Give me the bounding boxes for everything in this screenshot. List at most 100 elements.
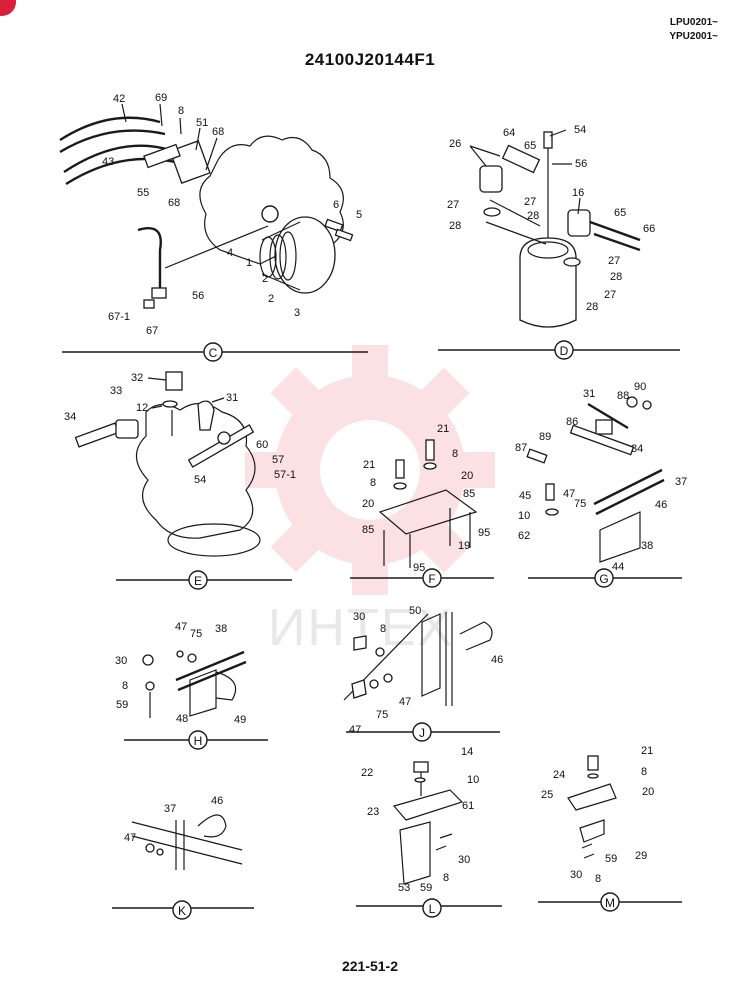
- callout-d-0: 26: [449, 138, 461, 150]
- section-k-letter: K: [178, 904, 186, 918]
- page-number: 221-51-2: [341, 958, 399, 974]
- callout-d-5: 27: [447, 199, 459, 211]
- callout-d-9: 16: [572, 187, 584, 199]
- section-g-callouts: 31 88 90 86 89 87 34 37 45 47 75 46 10 6…: [515, 381, 687, 573]
- callout-l-4: 23: [367, 806, 379, 818]
- callout-d-15: 28: [586, 301, 598, 313]
- callout-d-7: 28: [527, 210, 539, 222]
- callout-c-13: 2: [268, 293, 274, 305]
- callout-f-4: 20: [461, 470, 473, 482]
- callout-e-5: 60: [256, 439, 268, 451]
- callout-g-6: 34: [631, 443, 643, 455]
- callout-j-3: 46: [491, 654, 503, 666]
- callout-j-1: 50: [409, 605, 421, 617]
- callout-f-8: 95: [478, 527, 490, 539]
- section-h-label: H: [124, 730, 268, 750]
- callout-h-4: 8: [122, 680, 128, 692]
- callout-g-2: 90: [634, 381, 646, 393]
- callout-g-11: 46: [655, 499, 667, 511]
- callout-d-13: 28: [610, 271, 622, 283]
- callout-d-1: 64: [503, 127, 515, 139]
- callout-h-7: 49: [234, 714, 246, 726]
- callout-j-2: 8: [380, 623, 386, 635]
- section-c-letter: C: [209, 346, 218, 360]
- callout-g-8: 45: [519, 490, 531, 502]
- callout-c-16: 67-1: [108, 311, 130, 323]
- section-e-label: E: [116, 570, 292, 590]
- callout-k-2: 47: [124, 832, 136, 844]
- callout-f-9: 19: [458, 540, 470, 552]
- callout-l-0: 14: [461, 746, 473, 758]
- section-f-letter: F: [428, 572, 435, 586]
- callout-c-4: 68: [212, 126, 224, 138]
- section-d-callouts: 26 64 65 54 56 27 27 28 28 16 65 66 27 2…: [447, 124, 655, 313]
- section-j-label: J: [346, 722, 500, 742]
- callout-f-1: 8: [452, 448, 458, 460]
- callout-e-2: 31: [226, 392, 238, 404]
- callout-h-3: 30: [115, 655, 127, 667]
- section-g-label: G: [528, 568, 682, 588]
- callout-f-0: 21: [437, 423, 449, 435]
- section-j-letter: J: [419, 726, 425, 740]
- model-range-2: YPU2001~: [669, 31, 718, 42]
- section-l-letter: L: [429, 902, 436, 916]
- callout-f-6: 85: [463, 488, 475, 500]
- section-g-drawing: [526, 396, 665, 563]
- section-j-drawing: [343, 612, 493, 706]
- section-m-letter: M: [605, 896, 615, 910]
- callout-c-15: 56: [192, 290, 204, 302]
- callout-g-9: 47: [563, 488, 575, 500]
- callout-c-6: 55: [137, 187, 149, 199]
- callout-j-4: 47: [349, 724, 361, 736]
- callout-c-3: 51: [196, 117, 208, 129]
- callout-f-7: 85: [362, 524, 374, 536]
- section-f-label: F: [350, 568, 494, 588]
- section-d-drawing: [479, 131, 641, 328]
- model-range-1: LPU0201~: [669, 17, 718, 28]
- callout-c-17: 67: [146, 325, 158, 337]
- callout-m-1: 8: [641, 766, 647, 778]
- callout-m-7: 59: [605, 853, 617, 865]
- callout-l-3: 61: [462, 800, 474, 812]
- callout-h-2: 38: [215, 623, 227, 635]
- callout-e-0: 32: [131, 372, 143, 384]
- callout-j-6: 47: [399, 696, 411, 708]
- callout-e-1: 33: [110, 385, 122, 397]
- callout-h-5: 59: [116, 699, 128, 711]
- callout-g-4: 89: [539, 431, 551, 443]
- callout-f-2: 21: [363, 459, 375, 471]
- callout-c-0: 42: [113, 93, 125, 105]
- section-j-callouts: 30 50 8 46 47 75 47: [349, 605, 503, 736]
- section-d-label: D: [438, 340, 680, 360]
- callout-c-8: 6: [333, 199, 339, 211]
- section-m-drawing: [567, 755, 617, 859]
- callout-d-10: 65: [614, 207, 626, 219]
- callout-f-5: 20: [362, 498, 374, 510]
- callout-c-2: 8: [178, 105, 184, 117]
- callout-l-5: 30: [458, 854, 470, 866]
- callout-m-6: 30: [570, 869, 582, 881]
- section-h-callouts: 47 75 38 30 8 59 48 49: [115, 621, 246, 726]
- callout-h-0: 47: [175, 621, 187, 633]
- section-k-label: K: [112, 900, 254, 920]
- drawing-title: 24100J20144F1: [304, 50, 436, 69]
- callout-m-0: 21: [641, 745, 653, 757]
- section-l-label: L: [356, 898, 502, 918]
- callout-c-14: 3: [294, 307, 300, 319]
- section-f-callouts: 21 8 21 8 20 20 85 85 95 19 95: [362, 423, 490, 574]
- callout-g-1: 88: [617, 390, 629, 402]
- callout-j-0: 30: [353, 611, 365, 623]
- section-e-letter: E: [194, 574, 202, 588]
- callout-g-0: 31: [583, 388, 595, 400]
- callout-e-7: 54: [194, 474, 206, 486]
- callout-c-1: 69: [155, 92, 167, 104]
- callout-d-6: 27: [524, 196, 536, 208]
- section-k-callouts: 37 46 47: [124, 795, 223, 844]
- callout-g-5: 87: [515, 442, 527, 454]
- callout-l-1: 10: [467, 774, 479, 786]
- callout-m-2: 24: [553, 769, 565, 781]
- callout-e-8: 57-1: [274, 469, 296, 481]
- section-g-letter: G: [599, 572, 608, 586]
- section-m-callouts: 21 8 24 25 20 29 30 59 8: [541, 745, 654, 885]
